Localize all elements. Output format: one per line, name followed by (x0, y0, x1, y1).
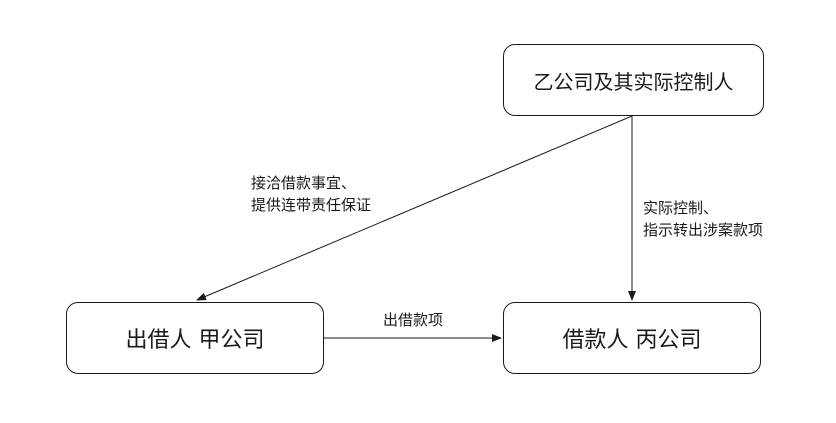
edge-label-left-to-right: 出借款项 (383, 309, 443, 331)
edge-label-line: 出借款项 (383, 311, 444, 329)
node-borrower-company-c: 借款人 丙公司 (503, 302, 761, 374)
edge-label-top-to-right: 实际控制、 指示转出涉案款项 (643, 197, 763, 241)
node-lender-company-a: 出借人 甲公司 (66, 302, 324, 374)
node-lender-label: 出借人 甲公司 (125, 328, 265, 353)
node-company-b-and-controller: 乙公司及其实际控制人 (503, 44, 764, 116)
edge-top-to-left-arrow (196, 115, 633, 301)
edge-label-line: 指示转出涉案款项 (643, 221, 764, 239)
edge-label-top-to-left: 接洽借款事宜、 提供连带责任保证 (251, 172, 371, 216)
edge-label-line: 实际控制、 (643, 199, 719, 217)
node-company-b-label: 乙公司及其实际控制人 (533, 69, 734, 94)
edge-label-line: 提供连带责任保证 (251, 196, 372, 214)
node-borrower-label: 借款人 丙公司 (562, 328, 702, 353)
edge-label-line: 接洽借款事宜、 (251, 174, 357, 192)
